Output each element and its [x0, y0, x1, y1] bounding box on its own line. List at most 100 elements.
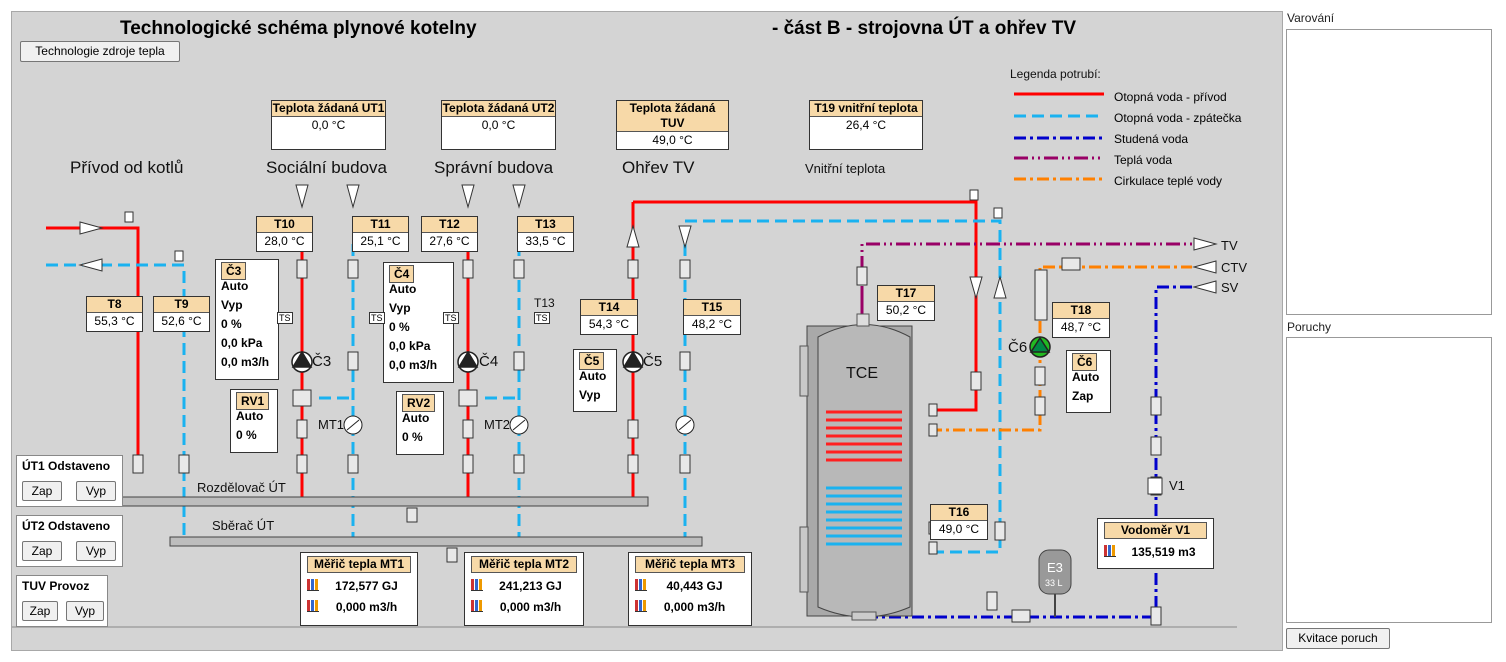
meter-mt3-flow: 0,000 m3/h — [663, 600, 726, 614]
label-ts-ut1-return: TS — [369, 312, 385, 324]
label-ts-ut1: TS — [277, 312, 293, 324]
setpoint-ut2[interactable]: Teplota žádaná UT2 0,0 °C — [441, 100, 556, 150]
circuit-tuv-zap-button[interactable]: Zap — [22, 601, 58, 621]
sensor-t14-label: T14 — [581, 300, 637, 316]
sensor-t18-label: T18 — [1053, 303, 1109, 319]
sensor-t13-value: 33,5 °C — [525, 234, 566, 248]
sensor-t11: T11 25,1 °C — [352, 216, 409, 252]
sensor-t10-label: T10 — [257, 217, 312, 233]
sensor-t17-value: 50,2 °C — [885, 303, 927, 317]
label-c6: Č6 — [1008, 339, 1028, 356]
label-v1: V1 — [1169, 478, 1185, 493]
setpoint-ut1-label: Teplota žádaná UT1 — [272, 101, 385, 117]
circuit-tuv-status: TUV Provoz — [22, 579, 90, 593]
pump-c3-panel[interactable]: Č3 Auto Vyp 0 % 0,0 kPa 0,0 m3/h — [215, 259, 279, 380]
meter-mt2-energy: 241,213 GJ — [499, 579, 562, 593]
chart-icon[interactable] — [635, 579, 647, 591]
meter-mt2[interactable]: Měřič tepla MT2 241,213 GJ 0,000 m3/h — [464, 552, 584, 626]
setpoint-ut1[interactable]: Teplota žádaná UT1 0,0 °C — [271, 100, 386, 150]
label-inner-temp: Vnitřní teplota — [805, 161, 886, 176]
sensor-t15-value: 48,2 °C — [691, 317, 733, 331]
faults-label: Poruchy — [1287, 320, 1332, 334]
label-mt1: MT1 — [318, 417, 344, 432]
meter-mt1[interactable]: Měřič tepla MT1 172,577 GJ 0,000 m3/h — [300, 552, 418, 626]
label-supply-from-boilers: Přívod od kotlů — [70, 158, 184, 177]
circuit-tuv-vyp-button[interactable]: Vyp — [66, 601, 104, 621]
circuit-ut2-vyp-button[interactable]: Vyp — [76, 541, 116, 561]
valve-rv1-title: RV1 — [236, 392, 270, 410]
sensor-t8-value: 55,3 °C — [94, 314, 135, 328]
chart-icon[interactable] — [307, 579, 319, 591]
sensor-t16-label: T16 — [931, 505, 987, 521]
sensor-t17-label: T17 — [878, 286, 934, 302]
chart-icon[interactable] — [307, 600, 319, 612]
sensor-t9-label: T9 — [154, 297, 209, 313]
acknowledge-faults-button[interactable]: Kvitace poruch — [1286, 628, 1390, 649]
title-left: Technologické schéma plynové kotelny — [120, 18, 477, 39]
pump-c3-mode: Auto — [221, 279, 249, 293]
pump-c6-state: Zap — [1072, 389, 1094, 403]
scheme-canvas: Technologické schéma plynové kotelny - č… — [11, 11, 1283, 651]
sensor-t13: T13 33,5 °C — [517, 216, 574, 252]
setpoint-tuv[interactable]: Teplota žádaná TUV 49,0 °C — [616, 100, 729, 150]
pump-c4-pct: 0 % — [389, 320, 410, 334]
sensor-t19: T19 vnitřní teplota 26,4 °C — [809, 100, 923, 150]
title-right: - část B - strojovna ÚT a ohřev TV — [772, 18, 1077, 39]
chart-icon[interactable] — [1104, 545, 1116, 557]
legend-item-return: Otopná voda - zpátečka — [1114, 111, 1242, 125]
sensor-t16: T16 49,0 °C — [930, 504, 988, 540]
label-social-building: Sociální budova — [266, 158, 387, 177]
legend-title: Legenda potrubí: — [1010, 67, 1101, 81]
pump-c6-title: Č6 — [1072, 353, 1098, 371]
pump-c6-panel[interactable]: Č6 Auto Zap — [1066, 350, 1111, 413]
pump-c3-title: Č3 — [221, 262, 247, 280]
legend-item-supply: Otopná voda - přívod — [1114, 90, 1227, 104]
setpoint-ut2-label: Teplota žádaná UT2 — [442, 101, 555, 117]
pump-c4-flow: 0,0 m3/h — [389, 358, 438, 372]
sensor-t17: T17 50,2 °C — [877, 285, 935, 321]
faults-textarea[interactable] — [1286, 337, 1492, 623]
legend: Otopná voda - přívod Otopná voda - zpáte… — [1114, 87, 1241, 192]
pump-c5-title: Č5 — [579, 352, 605, 370]
meter-mt3-title: Měřič tepla MT3 — [635, 556, 745, 573]
pump-c4-pressure: 0,0 kPa — [389, 339, 431, 353]
sensor-t8-label: T8 — [87, 297, 142, 313]
chart-icon[interactable] — [471, 579, 483, 591]
pipe-diagram — [12, 92, 1237, 628]
setpoint-tuv-value: 49,0 °C — [652, 133, 693, 147]
valve-rv2-mode: Auto — [402, 411, 430, 425]
circuit-tuv: TUV Provoz Zap Vyp — [16, 575, 108, 627]
sensor-t19-label: T19 vnitřní teplota — [810, 101, 922, 117]
pump-c4-title: Č4 — [389, 265, 415, 283]
sensor-t11-label: T11 — [353, 217, 408, 233]
valve-rv1-panel[interactable]: RV1 Auto 0 % — [230, 389, 278, 453]
circuit-ut1-zap-button[interactable]: Zap — [22, 481, 62, 501]
meter-mt2-title: Měřič tepla MT2 — [471, 556, 577, 573]
sensor-t9: T9 52,6 °C — [153, 296, 210, 332]
sensor-t12-label: T12 — [422, 217, 477, 233]
chart-icon[interactable] — [471, 600, 483, 612]
legend-item-hot: Teplá voda — [1114, 153, 1173, 167]
meter-v1-volume: 135,519 m3 — [1131, 545, 1196, 559]
outlet-sv: SV — [1221, 280, 1239, 295]
valve-rv2-panel[interactable]: RV2 Auto 0 % — [396, 391, 444, 455]
sensor-t18: T18 48,7 °C — [1052, 302, 1110, 338]
sensor-t14: T14 54,3 °C — [580, 299, 638, 335]
sensor-t15-label: T15 — [684, 300, 740, 316]
valve-rv2-pct: 0 % — [402, 430, 423, 444]
warnings-textarea[interactable] — [1286, 29, 1492, 315]
circuit-ut1-status: ÚT1 Odstaveno — [22, 459, 111, 473]
source-tech-button[interactable]: Technologie zdroje tepla — [20, 41, 180, 62]
pump-c5-panel[interactable]: Č5 Auto Vyp — [573, 349, 617, 412]
setpoint-ut2-value: 0,0 °C — [481, 118, 516, 132]
circuit-ut2-zap-button[interactable]: Zap — [22, 541, 62, 561]
label-small-t13: T13 — [534, 296, 555, 310]
meter-v1[interactable]: Vodoměr V1 135,519 m3 — [1097, 518, 1214, 569]
pump-c3-flow: 0,0 m3/h — [221, 355, 270, 369]
meter-mt1-flow: 0,000 m3/h — [335, 600, 398, 614]
pump-c3-state: Vyp — [221, 298, 243, 312]
chart-icon[interactable] — [635, 600, 647, 612]
circuit-ut1-vyp-button[interactable]: Vyp — [76, 481, 116, 501]
meter-mt3[interactable]: Měřič tepla MT3 40,443 GJ 0,000 m3/h — [628, 552, 752, 626]
sensor-t18-value: 48,7 °C — [1060, 320, 1102, 334]
